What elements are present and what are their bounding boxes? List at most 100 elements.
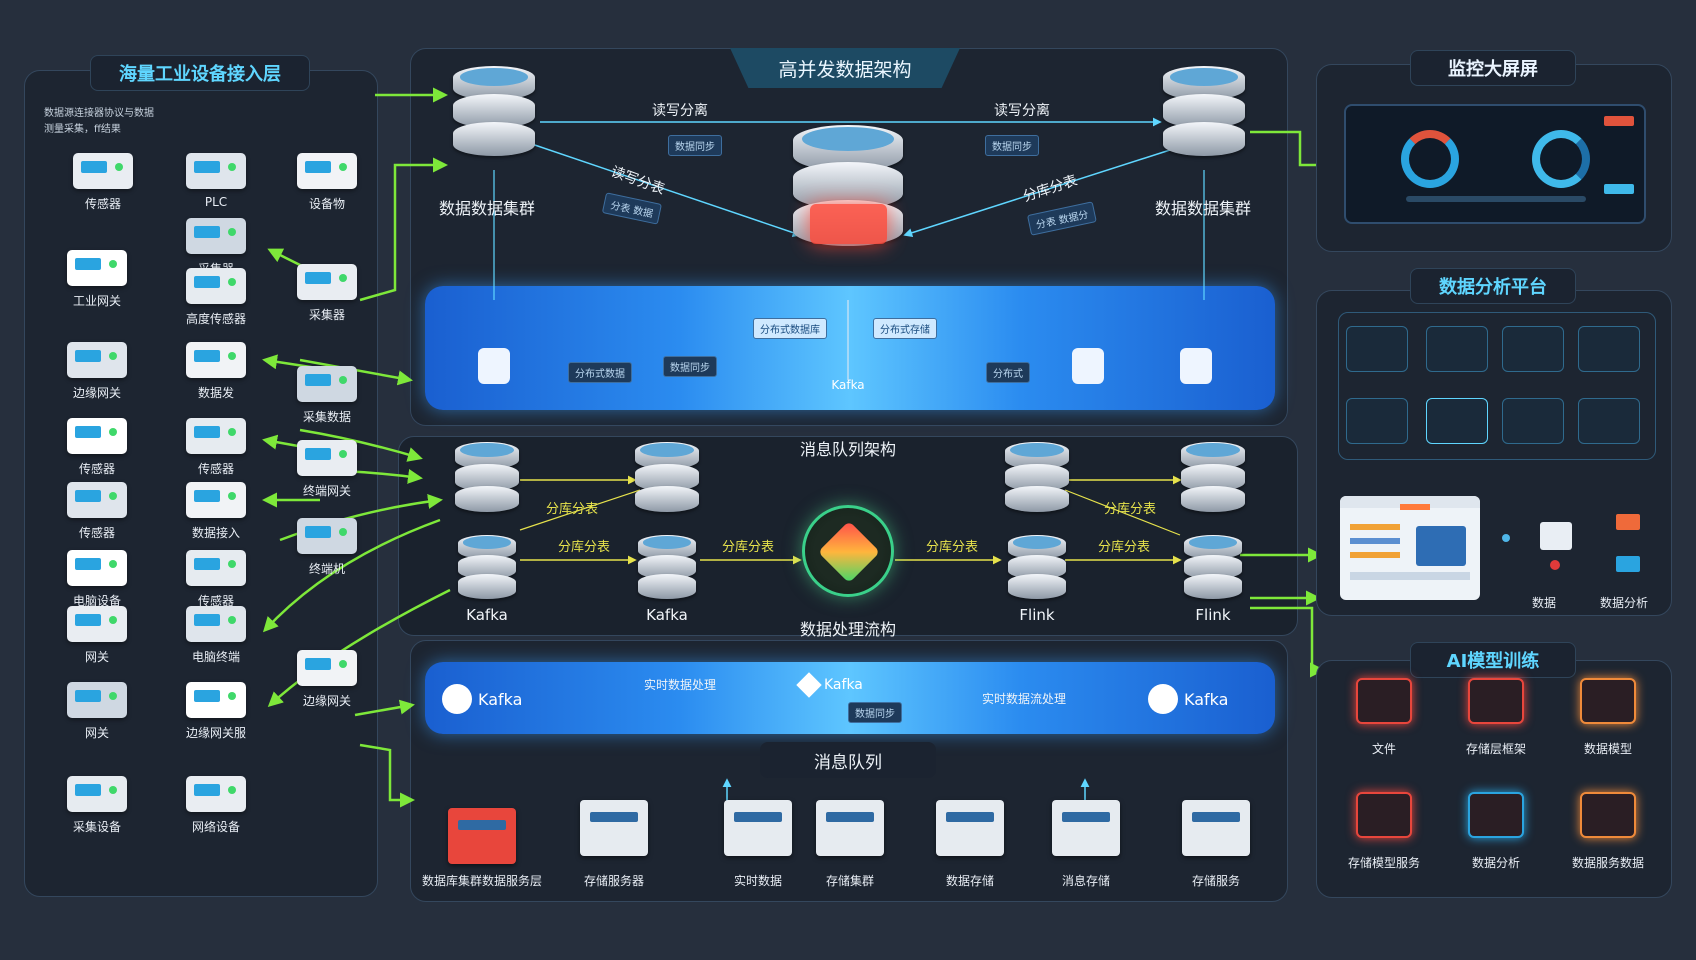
bottom-device-panel (1062, 812, 1110, 822)
db-cluster-center (793, 125, 903, 252)
ai-icon-6 (1580, 792, 1636, 838)
stream-db-icon-right-2 (1180, 348, 1212, 384)
rw-left-label: 读写分离 (652, 103, 708, 119)
ai-icon-5 (1468, 792, 1524, 838)
db-disk (635, 485, 699, 513)
db-node-4 (1181, 442, 1245, 516)
analytics-data-label-2: 数据分析 (1599, 596, 1649, 610)
bottom-device-panel (734, 812, 782, 822)
device-screen (194, 784, 220, 796)
device-icon-21 (297, 650, 357, 686)
device-screen (194, 226, 220, 238)
device-led (109, 786, 117, 794)
bottom-device-label: 存储服务 (1191, 874, 1241, 888)
db-disk (1163, 121, 1245, 157)
ai-icon-2 (1468, 678, 1524, 724)
db-cluster-right (1163, 66, 1245, 160)
db-disk (453, 121, 535, 157)
brand-label-right: Kafka (1184, 689, 1229, 709)
analytics-tile-1 (1346, 326, 1408, 372)
ai-label: 存储模型服务 (1347, 856, 1421, 870)
device-screen (75, 784, 101, 796)
device-label: 电脑设备 (72, 594, 122, 608)
device-label: 电脑终端 (191, 650, 241, 664)
device-label: 采集器 (308, 308, 346, 322)
device-label: 数据发 (197, 386, 235, 400)
device-label: 边缘网关 (72, 386, 122, 400)
db-node-2 (635, 442, 699, 516)
device-icon-9 (186, 342, 246, 378)
shard-label-5: 分库分表 (1103, 502, 1157, 517)
device-led (339, 376, 347, 384)
analytics-tile-6 (1426, 398, 1488, 444)
device-led (228, 352, 236, 360)
device-led (339, 274, 347, 282)
kafka-center-label: Kafka (831, 378, 865, 392)
device-icon-24 (67, 776, 127, 812)
device-led (228, 428, 236, 436)
device-intro-line2: 测量采集，ff结果 (44, 124, 121, 135)
device-icon-6 (186, 268, 246, 304)
device-label: 网关 (84, 726, 110, 740)
device-label: 传感器 (197, 462, 235, 476)
analytics-tile-8 (1578, 398, 1640, 444)
stream-caption-right: 实时数据流处理 (981, 692, 1067, 706)
analytics-flow (1498, 500, 1658, 596)
analytics-tile-grid (1338, 312, 1656, 460)
device-icon-3 (297, 153, 357, 189)
shard-label-2: 分库分表 (557, 540, 611, 555)
device-screen (75, 426, 101, 438)
device-screen (75, 690, 101, 702)
device-screen (194, 426, 220, 438)
device-label: 边缘网关 (302, 694, 352, 708)
ai-label: 数据分析 (1471, 856, 1521, 870)
db-node-1 (455, 442, 519, 516)
device-screen (194, 490, 220, 502)
db-node-5 (458, 535, 516, 602)
queue-title: 消息队列 (814, 752, 882, 773)
device-led (339, 660, 347, 668)
stream-chip-2: 分布式存储 (873, 318, 937, 339)
queue-title-tab: 消息队列 (760, 742, 936, 778)
stream-chip-3: 分布式数据 (568, 362, 632, 383)
brand-icon-left (442, 684, 472, 714)
stream-brand-right: Kafka (1148, 684, 1228, 714)
device-screen (305, 448, 331, 460)
analytics-tile-5 (1346, 398, 1408, 444)
bottom-device-6 (1052, 800, 1120, 856)
db-disk (455, 485, 519, 513)
stream-db-icon-right-1 (1072, 348, 1104, 384)
bottom-device-label: 数据存储 (945, 874, 995, 888)
db-cap (1010, 443, 1064, 458)
ai-label: 数据模型 (1583, 742, 1633, 756)
stream-brand-left: Kafka (442, 684, 522, 714)
bottom-device-label: 存储集群 (825, 874, 875, 888)
device-label: 边缘网关服 (185, 726, 247, 740)
db-cap (1186, 443, 1240, 458)
brand-icon-right (1148, 684, 1178, 714)
db-disk (458, 574, 516, 599)
device-label: 网络设备 (191, 820, 241, 834)
device-icon-11 (67, 418, 127, 454)
monitor-bar (1406, 196, 1586, 202)
sync-chip-right: 数据同步 (985, 135, 1039, 156)
db-node-8 (1184, 535, 1242, 602)
device-icon-19 (67, 606, 127, 642)
device-led (109, 692, 117, 700)
stream-caption-left: 实时数据处理 (643, 678, 717, 692)
ai-label: 存储层框架 (1465, 742, 1527, 756)
device-screen (75, 258, 101, 270)
ai-icon-3 (1580, 678, 1636, 724)
db-cap (1169, 67, 1239, 86)
db-cap (462, 536, 512, 549)
device-led (109, 352, 117, 360)
db-node-6 (638, 535, 696, 602)
device-led (109, 560, 117, 568)
processing-flow-title: 数据处理流构 (799, 620, 897, 639)
shard-label-6: 分库分表 (1097, 540, 1151, 555)
device-label: 工业网关 (72, 294, 122, 308)
device-icon-8 (67, 342, 127, 378)
bottom-device-1 (448, 808, 516, 864)
ai-label: 文件 (1371, 742, 1397, 756)
device-led (339, 528, 347, 536)
